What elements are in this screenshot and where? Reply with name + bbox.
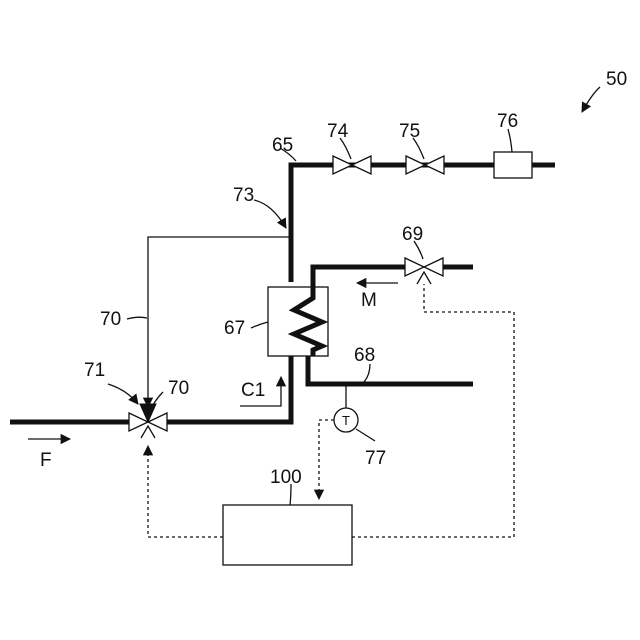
- label-70-b: 70: [168, 378, 189, 399]
- sensor-symbol: T: [342, 413, 350, 428]
- leader-70: [127, 317, 147, 319]
- label-65: 65: [272, 135, 293, 156]
- controller-100: [223, 505, 352, 565]
- leader-70-b: [153, 392, 163, 405]
- label-74: 74: [327, 121, 349, 142]
- pipe-68: [308, 356, 473, 384]
- signal-controller-to-valve-69: [352, 284, 514, 537]
- label-76: 76: [497, 111, 518, 132]
- device-76: [494, 152, 532, 178]
- label-70: 70: [100, 309, 121, 330]
- leader-67: [251, 322, 268, 328]
- label-67: 67: [224, 318, 245, 339]
- three-way-valve-71: [129, 404, 167, 438]
- signal-sensor-to-controller: [319, 420, 334, 499]
- leader-73: [254, 200, 286, 228]
- label-100: 100: [270, 467, 302, 488]
- label-f: F: [40, 450, 52, 471]
- label-c1: C1: [241, 380, 265, 401]
- label-50: 50: [606, 69, 627, 90]
- leader-76: [508, 129, 512, 152]
- leader-50: [582, 87, 600, 112]
- leader-71: [108, 384, 138, 404]
- signal-controller-to-valve-71: [148, 446, 223, 537]
- label-68: 68: [354, 345, 375, 366]
- label-69: 69: [402, 224, 423, 245]
- leader-77: [356, 429, 375, 441]
- label-m: M: [361, 290, 377, 311]
- label-71: 71: [84, 360, 105, 381]
- label-75: 75: [399, 121, 420, 142]
- leader-68: [364, 364, 370, 382]
- valve-69: [405, 258, 443, 284]
- label-73: 73: [233, 185, 254, 206]
- valve-75: [406, 156, 444, 174]
- pipe-m: [313, 267, 405, 287]
- label-77: 77: [365, 448, 386, 469]
- valve-74: [333, 156, 371, 174]
